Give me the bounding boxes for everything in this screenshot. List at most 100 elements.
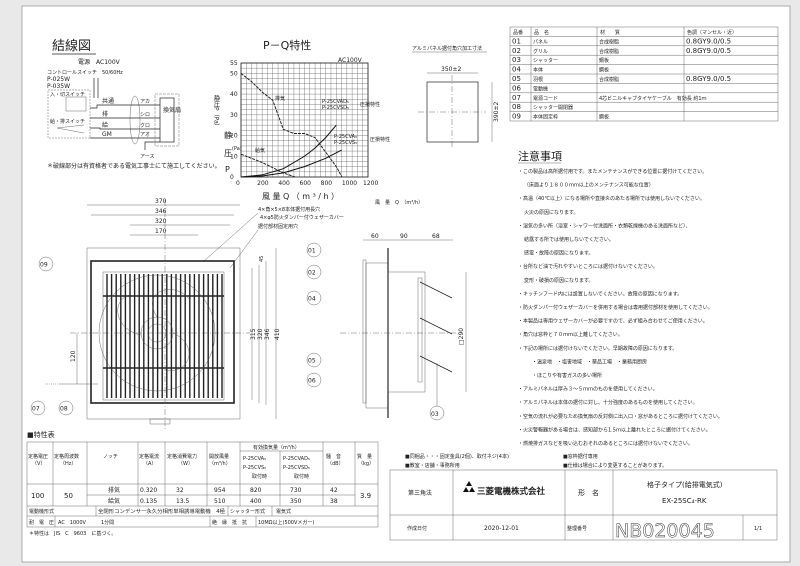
hdr-eff-a-1: P-25CVA₅ [243, 456, 266, 462]
side-dim-90: 90 [400, 233, 408, 240]
notes: 注意事項 ・この製品は高所据付用です。またメンテナンスができる位置に据付けてくだ… [518, 149, 723, 447]
parts-cell: 0.8GY9.0/0.5 [686, 75, 731, 83]
grille-bars [103, 274, 224, 398]
pq-label-vad-2: P-25CVSD₅ [322, 105, 349, 111]
pq-y-tick: 30 [230, 112, 238, 119]
accessories-mount: ■窓枠据付専用 [563, 453, 598, 460]
pq-y-tick: 55 [230, 60, 238, 67]
note-line: ・台所など油で汚れやすいところには据付けないでください。 [518, 263, 658, 270]
spec-eff_b: 730 [290, 487, 302, 494]
marker-circle [306, 372, 322, 388]
withstand-value: AC 1000V 1分間 [58, 519, 114, 526]
pq-series-line-2 [240, 124, 337, 178]
title-block: 第三角法 三菱電機株式会社 形 名 格子タイプ(給排電気式) EX-25SC₄-… [389, 469, 778, 542]
hdr-eff-a-3: 取付時 [252, 473, 267, 480]
pq-y-tick: 0 [230, 174, 234, 181]
pq-ylabel-3: P [225, 165, 230, 174]
note-line: ・高温（40℃以上）になる場所や直接炎のあたる場所では使用しないでください。 [518, 195, 705, 202]
pq-plot-frame [240, 62, 369, 178]
note-line: ・アルミパネルは厚み３～５ｍｍのものを使用してください。 [518, 386, 658, 393]
hdr-voltage-2: （V） [32, 461, 45, 467]
hole-dimension-drawing: アルミパネル据付角穴加工寸法 350±2 390±2 [412, 45, 500, 148]
hdr-freq-1: 定格周波数 [54, 453, 79, 460]
dim-45: 45 [259, 256, 265, 262]
parts-cell: シャッター開閉器 [533, 104, 573, 111]
hdr-mass-1: 質 量 [357, 453, 372, 460]
product-type: 格子タイプ(給排電気式) [647, 480, 723, 489]
pq-x-tick: 0 [236, 180, 240, 187]
wire-supply: 給 [102, 121, 108, 129]
pq-series-line-0 [240, 72, 343, 178]
hdr-current-1: 定格電流 [139, 453, 159, 460]
spec-current: 0.320 [140, 487, 157, 494]
wiring-mode-switch: 給・排スイッチ [50, 118, 85, 125]
parts-cell: 0.8GY9.0/0.5 [686, 37, 731, 45]
marker-07: 07 [32, 406, 40, 413]
parts-cell: 06 [512, 84, 521, 92]
pq-y-tick: 50 [230, 70, 238, 77]
parts-cell: 本体固定枠 [533, 114, 558, 121]
motor-label: 電動機形式 [29, 508, 54, 515]
pq-y-tick: 40 [230, 91, 238, 98]
parts-cell: 羽根 [533, 76, 543, 83]
hole-width: 350±2 [441, 66, 461, 73]
hdr-power-1: 定格消費電力 [167, 453, 197, 460]
pq-x-tick: 1000 [342, 180, 357, 187]
parts-cell: 09 [512, 113, 521, 121]
pq-series-line-3 [240, 149, 342, 178]
pq-x-tick: 400 [278, 180, 290, 187]
spec-eff_b: 350 [290, 498, 302, 505]
parts-cell: 05 [512, 75, 521, 83]
note-line: ・アルミパネルは本体の据付に対し、十分強度のあるものを使用してください。 [518, 399, 698, 406]
parts-cell: 08 [512, 103, 521, 111]
wire-color-red: アカ [140, 99, 150, 105]
side-square-dim: □290 [458, 328, 465, 345]
parts-cell: 0.8GY9.0/0.5 [686, 47, 731, 55]
mitsubishi-logo-icon [463, 481, 475, 492]
wiring-switch-label: コントロールスイッチ [47, 70, 97, 76]
pq-label-va-1: P-25CVA₅ [334, 134, 357, 140]
hdr-mass-2: （kg） [358, 461, 374, 467]
pq-label-va-2: P-25CVS₅ [334, 140, 357, 146]
shutter-value: 電気式 [276, 508, 291, 515]
hdr-freq-2: （Hz） [60, 461, 76, 467]
note-line: ・この製品は高所据付用です。またメンテナンスができる位置に据付けてください。 [518, 168, 707, 175]
dim-370: 370 [155, 198, 167, 205]
dim-320: 320 [155, 218, 167, 225]
company-name: 三菱電機株式会社 [477, 486, 546, 497]
parts-cell: 鋼板 [599, 67, 609, 74]
pq-ylabel-2: 圧 [224, 149, 232, 158]
note-line: 感電・故障の原因になります。 [524, 250, 594, 257]
callout-slot-holes: 4×角×5×8本体据付用長穴 [258, 206, 320, 213]
marker-06: 06 [308, 378, 316, 385]
insulation-value: 10MΩ以上(500Vメガー) [258, 519, 314, 526]
pq-y-axis-label: 静圧P（Pa） [213, 94, 220, 129]
side-dim-60: 60 [371, 233, 379, 240]
front-view: 370 346 320 170 315 320 346 410 45 120 4… [30, 198, 344, 430]
marker-03: 03 [431, 411, 439, 418]
hdr-noise-2: （dB） [327, 461, 344, 467]
hdr-open-air-2: （m³/h） [209, 461, 231, 467]
callout-damper-holes: 4×φ5防火ダンパー付ウェザーカバー [260, 214, 344, 221]
spec-current: 0.135 [140, 498, 157, 505]
marker-05: 05 [308, 358, 316, 365]
dim-346-v: 346 [264, 328, 271, 340]
parts-header: 品番 [513, 29, 523, 36]
wire-gm: GM [102, 131, 112, 138]
pq-x-tick: 800 [321, 180, 333, 187]
ref-number: NB020045 [615, 520, 715, 542]
parts-cell: 01 [512, 37, 521, 45]
hdr-open-air-1: 開放風量 [209, 453, 229, 460]
marker-09: 09 [40, 262, 48, 269]
marker-circle [30, 400, 46, 416]
pq-label-vad-1: P-25CVAD₅ [322, 99, 349, 105]
pq-label-supply: 給気 [255, 147, 265, 154]
notes-title: 注意事項 [518, 149, 562, 163]
pq-x-tick: 1200 [363, 180, 378, 187]
parts-cell: 鋼板 [599, 114, 609, 121]
pq-series [240, 72, 343, 178]
insulation-label: 絶 縁 抵 抗 [212, 519, 247, 526]
spec-voltage: 100 [31, 492, 44, 500]
